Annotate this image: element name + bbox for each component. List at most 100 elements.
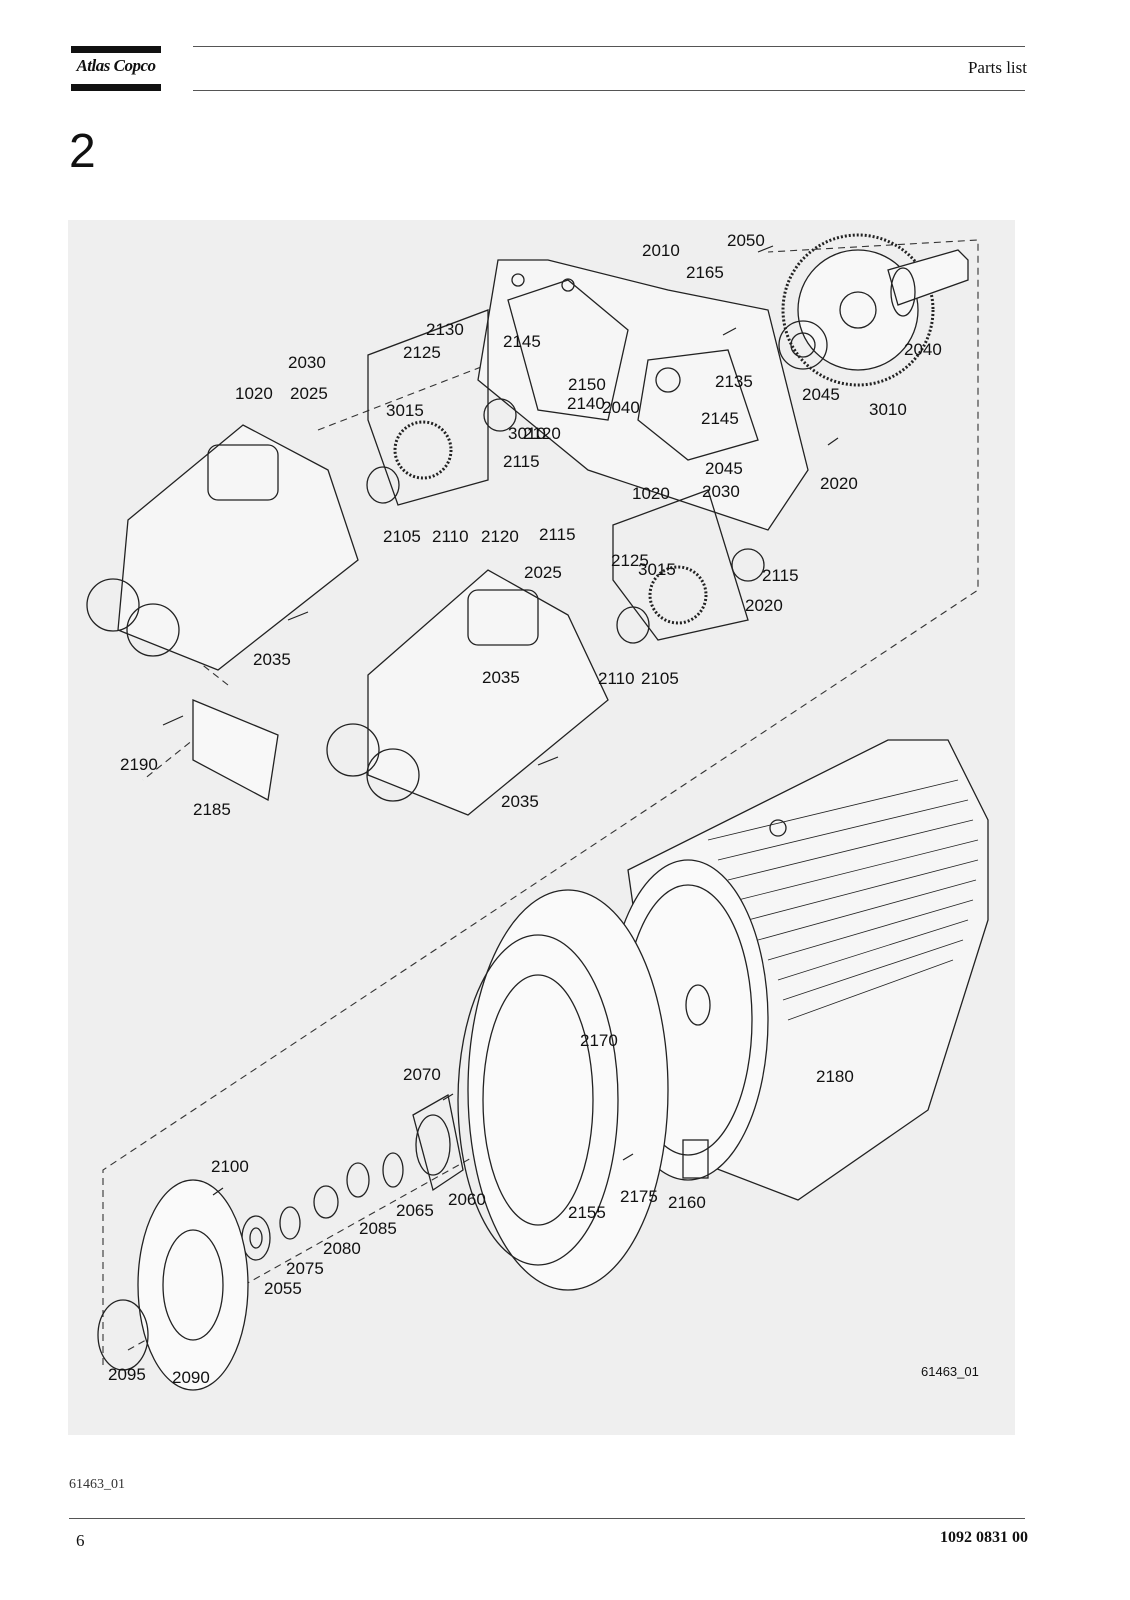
callout-3015: 3015 [386, 401, 424, 420]
callout-2150: 2150 [568, 375, 606, 394]
oring-2095 [97, 1299, 149, 1371]
callout-2145: 2145 [503, 332, 541, 351]
callout-2130: 2130 [426, 320, 464, 339]
coupling-housing [457, 889, 669, 1291]
callout-2160: 2160 [668, 1193, 706, 1212]
callout-2105: 2105 [383, 527, 421, 546]
bolt-2165 [722, 327, 737, 336]
callout-2115: 2115 [503, 452, 540, 471]
callout-2025: 2025 [290, 384, 328, 403]
callout-2050: 2050 [727, 231, 765, 250]
callout-2030-repeat: 2030 [702, 482, 740, 501]
compressor-element-lower [326, 569, 609, 816]
callout-2165: 2165 [686, 263, 724, 282]
callout-3010-repeat: 3010 [508, 424, 546, 443]
support-bracket [192, 699, 279, 802]
bolt-2175 [622, 1153, 634, 1161]
header-rule-top [193, 46, 1025, 47]
callout-2115-repeat: 2115 [539, 525, 576, 544]
logo-wordmark: Atlas Copco [76, 56, 156, 75]
callout-1020-repeat: 1020 [632, 484, 670, 503]
ring-2085 [346, 1162, 370, 1198]
figure-id-label: 61463_01 [921, 1364, 979, 1379]
pinion-upper [393, 420, 453, 480]
output-shaft [887, 249, 969, 317]
callout-2065: 2065 [396, 1201, 434, 1220]
callout-2040: 2040 [904, 340, 942, 359]
callout-2145-repeat: 2145 [701, 409, 739, 428]
header-rule-bottom [193, 90, 1025, 91]
callout-1020: 1020 [235, 384, 273, 403]
callout-2140: 2140 [567, 394, 605, 413]
callout-2060: 2060 [448, 1190, 486, 1209]
compressor-element-upper [86, 424, 359, 671]
oring-2065 [382, 1152, 404, 1188]
cover-lower [731, 548, 765, 582]
callout-2125: 2125 [403, 343, 441, 362]
ring-2075 [279, 1206, 301, 1240]
callout-2080: 2080 [323, 1239, 361, 1258]
callout-2155: 2155 [568, 1203, 606, 1222]
callout-2055: 2055 [264, 1279, 302, 1298]
footer-rule [69, 1518, 1025, 1519]
callout-2070: 2070 [403, 1065, 441, 1084]
callout-2095: 2095 [108, 1365, 146, 1384]
callout-2175: 2175 [620, 1187, 658, 1206]
callout-2045: 2045 [802, 385, 840, 404]
logo-bar-bottom [71, 84, 161, 91]
callout-2085: 2085 [359, 1219, 397, 1238]
part-2160 [682, 1139, 709, 1179]
callout-2135: 2135 [715, 372, 753, 391]
callout-2035: 2035 [253, 650, 291, 669]
callout-2120: 2120 [523, 424, 561, 443]
callout-2185: 2185 [193, 800, 231, 819]
callout-2020-repeat: 2020 [745, 596, 783, 615]
callout-2115-repeat: 2115 [762, 566, 799, 585]
callout-2025-repeat: 2025 [524, 563, 562, 582]
callout-2125-repeat: 2125 [611, 551, 649, 570]
callout-2190: 2190 [120, 755, 158, 774]
bolt-2190 [162, 715, 184, 726]
logo-bar-top [71, 46, 161, 53]
callout-2110: 2110 [432, 527, 469, 546]
bolt-2050 [757, 245, 774, 253]
header-title: Parts list [967, 58, 1027, 77]
callout-2020: 2020 [820, 474, 858, 493]
bearing-housing-2060 [412, 1093, 464, 1192]
callout-2180: 2180 [816, 1067, 854, 1086]
plug-2020 [827, 437, 839, 446]
callout-2035-repeat: 2035 [482, 668, 520, 687]
callout-2110-repeat: 2110 [598, 669, 635, 688]
callout-2120-repeat: 2120 [481, 527, 519, 546]
end-cover-2090 [137, 1179, 249, 1391]
bearing-2045 [778, 320, 828, 370]
callout-2030: 2030 [288, 353, 326, 372]
callout-2090: 2090 [172, 1368, 210, 1387]
bolt-2035-upper [287, 611, 309, 621]
figure-caption: 61463_01 [69, 1477, 125, 1492]
atlas-copco-logo: Atlas Copco [71, 46, 161, 91]
bolt-2100 [212, 1187, 224, 1196]
callout-2100: 2100 [211, 1157, 249, 1176]
callout-2010: 2010 [642, 241, 680, 260]
bolt-2035-lower [537, 756, 559, 766]
bolt-2070 [442, 1093, 454, 1101]
callout-2105-repeat: 2105 [641, 669, 679, 688]
pinion-lower [648, 565, 708, 625]
sleeve-upper [366, 466, 400, 504]
callout-2045-repeat: 2045 [705, 459, 743, 478]
callout-2170: 2170 [580, 1031, 618, 1050]
document-number: 1092 0831 00 [940, 1529, 1028, 1546]
page-number: 6 [76, 1531, 85, 1550]
gasket-lower [612, 489, 749, 641]
section-number: 2 [69, 125, 96, 178]
callout-2040-repeat: 2040 [602, 398, 640, 417]
sleeve-lower [616, 606, 650, 644]
callout-3010: 3010 [869, 400, 907, 419]
gearcase-housing [477, 259, 809, 531]
bull-gear [781, 233, 935, 387]
callout-3015-repeat: 3015 [638, 560, 676, 579]
